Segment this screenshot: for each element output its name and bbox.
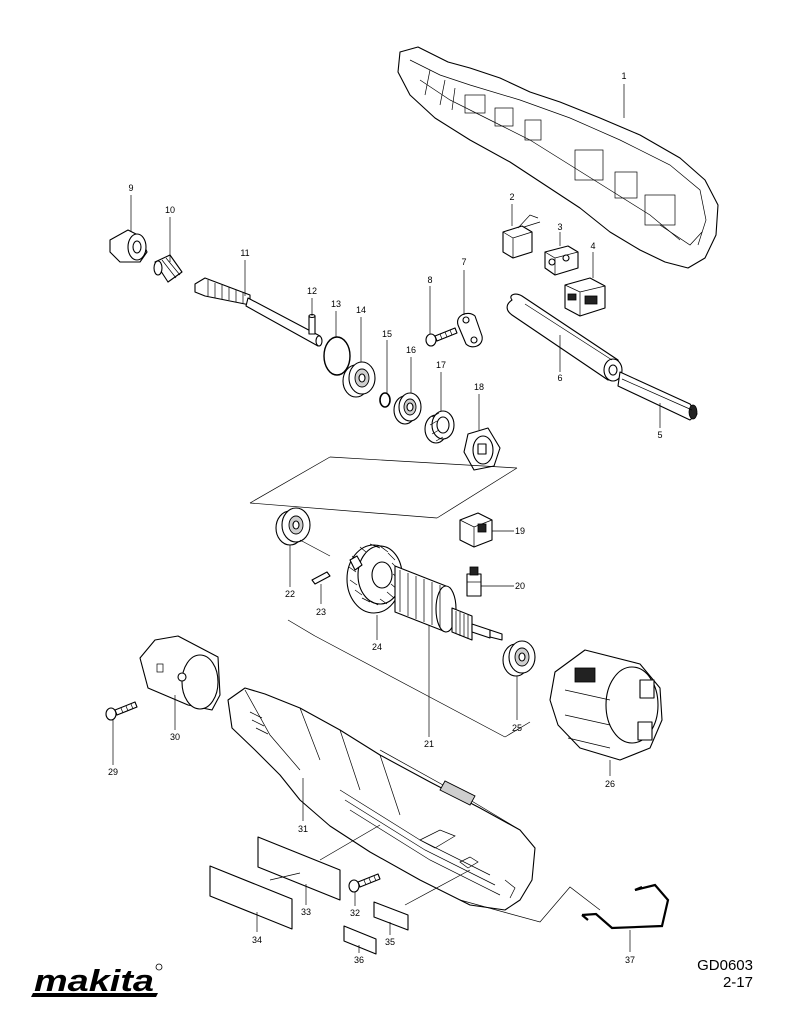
armature-rear-bearing-drawing: [275, 507, 311, 546]
part-number-17: 17: [436, 360, 446, 370]
tool-body-drawing: [227, 687, 536, 911]
part-number-23: 23: [316, 607, 326, 617]
part-number-4: 4: [590, 241, 595, 251]
part-number-2: 2: [509, 192, 514, 202]
part-number-13: 13: [331, 299, 341, 309]
front-cover-drawing: [139, 635, 221, 711]
collet-nut-drawing: [109, 229, 148, 263]
collet-drawing: [153, 254, 183, 283]
part-number-3: 3: [557, 222, 562, 232]
assembly-bracket-lower: [287, 539, 531, 738]
brush-holder-drawing: [459, 512, 493, 548]
spindle-bearing-drawing: [342, 361, 376, 398]
carbon-brush-drawing: [466, 566, 482, 597]
part-number-25: 25: [512, 723, 522, 733]
switch-drawing: [564, 277, 606, 317]
label-plates-drawing: [209, 836, 409, 955]
armature-pin-drawing: [311, 571, 331, 585]
assembly-bracket-upper: [249, 456, 518, 519]
fan-drawing: [346, 543, 403, 614]
part-number-15: 15: [382, 329, 392, 339]
part-number-32: 32: [350, 908, 360, 918]
capacitor-drawing: [502, 214, 541, 259]
part-number-11: 11: [240, 248, 249, 258]
part-number-5: 5: [657, 430, 662, 440]
ball-bearing-drawing: [393, 392, 422, 425]
makita-logo: makita: [30, 962, 163, 998]
part-number-16: 16: [406, 345, 416, 355]
document-code: GD0603: [697, 957, 753, 974]
part-number-14: 14: [356, 305, 366, 315]
bearing-retainer-drawing: [424, 410, 455, 444]
page-number: 2-17: [722, 974, 753, 991]
part-number-36: 36: [354, 955, 364, 965]
part-number-22: 22: [285, 589, 295, 599]
clamp-screw-drawing: [425, 327, 458, 347]
part-number-20: 20: [515, 581, 525, 591]
part-number-12: 12: [307, 286, 317, 296]
part-number-26: 26: [605, 779, 615, 789]
power-cord-drawing: [617, 371, 698, 421]
part-number-29: 29: [108, 767, 118, 777]
part-number-6: 6: [557, 373, 562, 383]
hanger-hook-drawing: [581, 883, 670, 930]
cover-screw-drawing: [105, 701, 138, 721]
leader-lines: [112, 84, 661, 953]
armature-front-bearing-drawing: [502, 640, 536, 677]
part-number-18: 18: [474, 382, 484, 392]
terminal-block-drawing: [544, 245, 579, 276]
part-number-24: 24: [372, 642, 382, 652]
field-drawing: [549, 649, 663, 761]
spindle-drawing: [194, 277, 323, 347]
retaining-ring-drawing: [379, 392, 391, 408]
body-screw-drawing: [348, 873, 381, 893]
part-number-1: 1: [621, 71, 626, 81]
housing-half-drawing: [397, 46, 719, 269]
o-ring-drawing: [323, 336, 351, 376]
part-number-30: 30: [170, 732, 180, 742]
part-number-35: 35: [385, 937, 395, 947]
document-reference: GD0603 2-17: [697, 957, 753, 991]
cord-clamp-drawing: [457, 312, 483, 348]
part-number-19: 19: [515, 526, 525, 536]
armature-drawing: [394, 565, 503, 641]
part-number-labels: 1 2 3 4 5 6 7 8 9 10 11 12 13 14 15 16 1…: [108, 71, 663, 965]
part-number-21: 21: [424, 739, 434, 749]
pin-drawing: [308, 313, 316, 335]
part-number-8: 8: [427, 275, 432, 285]
bearing-box-drawing: [463, 427, 501, 471]
part-number-7: 7: [461, 257, 466, 267]
part-number-10: 10: [165, 205, 175, 215]
part-number-37: 37: [625, 955, 635, 965]
part-number-33: 33: [301, 907, 311, 917]
part-number-34: 34: [252, 935, 262, 945]
part-number-31: 31: [298, 824, 308, 834]
makita-logo-wordmark: makita: [34, 963, 154, 998]
part-number-9: 9: [128, 183, 133, 193]
